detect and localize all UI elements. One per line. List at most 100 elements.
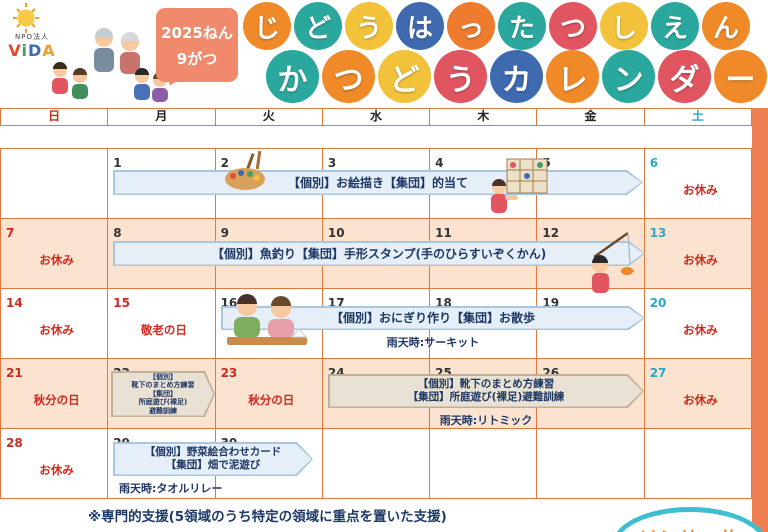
title-char: ン [602, 50, 655, 103]
holiday-note: お休み [39, 463, 74, 477]
day-cell: 23 秋分の日 [215, 359, 323, 429]
day-number: 2 [220, 156, 229, 170]
activity-label: 【個別】靴下のまとめ方練習 [417, 378, 555, 390]
day-number: 6 [649, 156, 659, 170]
page-edge-strip [752, 108, 768, 532]
rain-plan-week3: 雨天時:サーキット [386, 336, 480, 349]
day-number: 27 [649, 366, 667, 380]
title-char: ど [294, 2, 342, 50]
title-char: か [266, 50, 319, 103]
day-cell: 21 秋分の日 [1, 359, 109, 429]
brand-letter: D [27, 41, 43, 60]
day-number: 13 [649, 226, 667, 240]
holiday-note: 敬老の日 [140, 323, 187, 337]
day-number: 15 [113, 296, 130, 310]
badge-year: 2025ねん [161, 23, 233, 42]
title-char: ど [378, 50, 431, 103]
activity-label: 【個別】 [149, 372, 177, 381]
day-number: 11 [435, 226, 452, 240]
activity-label: 靴下のまとめ方練習 [131, 381, 195, 390]
holiday-note: お休み [683, 323, 718, 337]
activity-banner-week1: 【個別】お絵描き【集団】的当て [113, 170, 643, 195]
sun-icon [13, 3, 39, 33]
activity-label: 【個別】魚釣り【集団】手形スタンプ(手のひらすいぞくかん) [211, 246, 547, 261]
holiday-note: 秋分の日 [33, 393, 80, 407]
title-char: カ [490, 50, 543, 103]
activity-label: 【集団】所庭遊び(裸足)避難訓練 [407, 391, 565, 403]
day-number: 28 [6, 436, 23, 450]
title-char: レ [546, 50, 599, 103]
title-char: え [651, 2, 699, 50]
weekday-tue: 火 [216, 109, 323, 125]
day-cell: 15 敬老の日 [108, 289, 216, 359]
weekday-fri: 金 [537, 109, 645, 125]
sonrisa-label: ソンリッサ [640, 523, 740, 532]
day-number: 23 [220, 366, 238, 380]
rain-plan-week4: 雨天時:リトミック [439, 414, 533, 427]
holiday-note: お休み [683, 253, 718, 267]
day-number: 21 [6, 366, 23, 380]
weekday-thu: 木 [430, 109, 538, 125]
activity-banner-week5: 【個別】野菜絵合わせカード 【集団】畑で泥遊び [113, 442, 313, 476]
title-char: し [600, 2, 648, 50]
day-cell: 6 お休み [644, 149, 752, 219]
activity-banner-week4: 【個別】靴下のまとめ方練習 【集団】所庭遊び(裸足)避難訓練 [328, 374, 644, 408]
day-number: 20 [649, 296, 667, 310]
title-char: つ [549, 2, 597, 50]
day-cell: 28 お休み [1, 429, 109, 499]
activity-banner-day22: 【個別】 靴下のまとめ方練習 【集団】 所庭遊び(裸足) 避難訓練 [111, 371, 215, 417]
activity-banner-week2: 【個別】魚釣り【集団】手形スタンプ(手のひらすいぞくかん) [113, 241, 645, 266]
month-badge: 2025ねん 9がつ [156, 8, 238, 82]
rain-plan-week5: 雨天時:タオルリレー [119, 482, 223, 495]
day-number: 8 [113, 226, 122, 240]
day-cell: 13 お休み [644, 219, 752, 289]
day-cell: 7 お休み [1, 219, 109, 289]
holiday-note: お休み [39, 323, 74, 337]
logo-org-label: NPO法人 [15, 33, 49, 41]
brand-letter: A [42, 41, 56, 60]
day-number: 12 [542, 226, 560, 240]
weekday-header: 日 月 火 水 木 金 土 [0, 108, 752, 126]
title-char: ダ [658, 50, 711, 103]
day-number: 4 [435, 156, 444, 170]
activity-label: 【集団】畑で泥遊び [165, 459, 261, 471]
sonrisa-badge: ソンリッサ [612, 507, 768, 532]
holiday-note: お休み [683, 183, 718, 197]
weekday-sun: 日 [1, 109, 109, 125]
title-char: じ [243, 2, 291, 50]
activity-label: 【個別】お絵描き【集団】的当て [287, 175, 468, 190]
day-number: 1 [113, 156, 122, 170]
day-number: 10 [327, 226, 345, 240]
day-cell [322, 429, 431, 499]
day-cell: 14 お休み [1, 289, 109, 359]
day-number: 7 [6, 226, 15, 240]
footer-note: ※専門的支援(5領域のうち特定の領域に重点を置いた支援) [88, 509, 447, 525]
page-title-line1: じ ど う は っ た つ し え ん [243, 2, 750, 50]
day-cell: 20 お休み [644, 289, 752, 359]
target-game-clipart-icon [491, 158, 548, 213]
holiday-note: お休み [39, 253, 74, 267]
day-number: 14 [6, 296, 23, 310]
page-title-line2: か つ ど う カ レ ン ダ ー [266, 50, 767, 103]
title-char: う [434, 50, 487, 103]
weekday-wed: 水 [323, 109, 431, 125]
badge-month: 9がつ [176, 49, 218, 68]
weekday-mon: 月 [108, 109, 216, 125]
day-number: 9 [220, 226, 229, 240]
activity-label: 避難訓練 [149, 406, 177, 415]
title-char: た [498, 2, 546, 50]
activity-label: 【集団】 [149, 389, 177, 398]
fishing-clipart-icon [592, 231, 634, 293]
activity-label: 【個別】おにぎり作り【集団】お散歩 [330, 311, 535, 325]
day-cell [430, 429, 538, 499]
title-char: ん [702, 2, 750, 50]
logo: NPO法人 ViDA [5, 32, 59, 59]
title-char: ー [714, 50, 767, 103]
holiday-note: 秋分の日 [248, 393, 295, 407]
day-cell [537, 429, 645, 499]
day-number: 3 [327, 156, 337, 170]
weekday-sat: 土 [645, 109, 752, 125]
logo-brand: ViDA [5, 42, 59, 59]
